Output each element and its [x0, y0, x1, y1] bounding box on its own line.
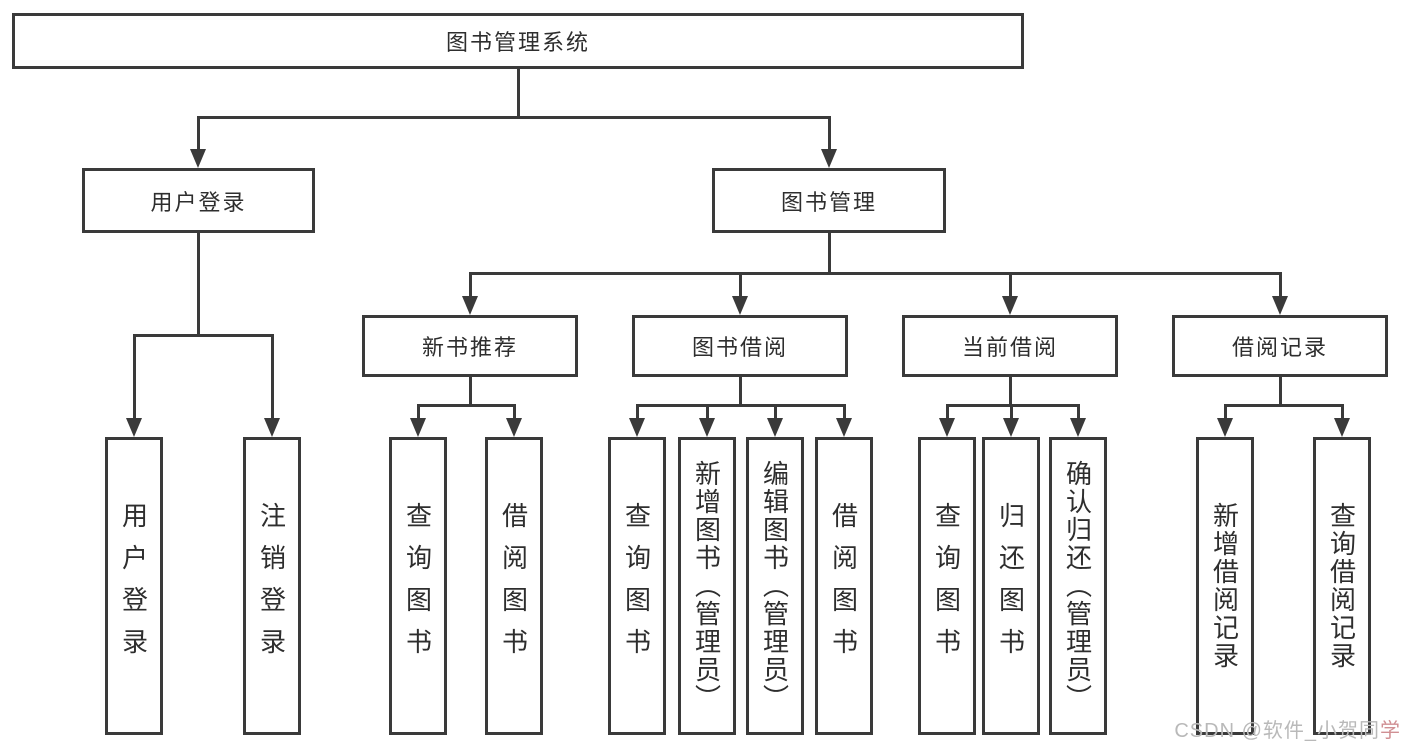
- arrow-down-icon: [462, 296, 478, 315]
- watermark-accent-text: 学: [1380, 720, 1401, 742]
- connector-line: [828, 233, 831, 274]
- arrow-down-icon: [1003, 418, 1019, 437]
- arrow-down-icon: [629, 418, 645, 437]
- connector-line: [1010, 405, 1013, 422]
- arrow-down-icon: [1002, 296, 1018, 315]
- connector-line: [706, 405, 709, 422]
- arrow-down-icon: [939, 418, 955, 437]
- arrow-down-icon: [821, 149, 837, 168]
- connector-line: [1009, 377, 1012, 406]
- leaf-user-login: 用户登录: [105, 437, 163, 735]
- arrow-down-icon: [126, 418, 142, 437]
- node-library-management-system: 图书管理系统: [12, 13, 1024, 69]
- arrow-down-icon: [1334, 418, 1350, 437]
- connector-line: [636, 404, 846, 407]
- connector-line: [469, 273, 472, 300]
- leaf-query-books-3: 查询图书: [918, 437, 976, 735]
- arrow-down-icon: [506, 418, 522, 437]
- arrow-down-icon: [264, 418, 280, 437]
- connector-line: [1077, 405, 1080, 422]
- node-current-borrowing: 当前借阅: [902, 315, 1118, 377]
- arrow-down-icon: [767, 418, 783, 437]
- connector-line: [739, 273, 742, 300]
- connector-line: [197, 117, 200, 153]
- connector-line: [469, 272, 1282, 275]
- arrow-down-icon: [410, 418, 426, 437]
- connector-line: [1279, 377, 1282, 406]
- connector-line: [417, 405, 420, 422]
- arrow-down-icon: [836, 418, 852, 437]
- connector-line: [517, 69, 520, 118]
- leaf-edit-book-admin: 编辑图书（管理员）: [746, 437, 804, 735]
- arrow-down-icon: [699, 418, 715, 437]
- node-borrowing-records: 借阅记录: [1172, 315, 1388, 377]
- node-book-management-branch: 图书管理: [712, 168, 946, 233]
- connector-line: [946, 405, 949, 422]
- leaf-confirm-return-admin: 确认归还（管理员）: [1049, 437, 1107, 735]
- connector-line: [828, 117, 831, 153]
- node-new-book-recommend: 新书推荐: [362, 315, 578, 377]
- connector-line: [133, 334, 274, 337]
- leaf-return-book: 归还图书: [982, 437, 1040, 735]
- watermark-text: CSDN @软件_小贺同: [1174, 720, 1380, 742]
- connector-line: [133, 335, 136, 422]
- leaf-add-book-admin: 新增图书（管理员）: [678, 437, 736, 735]
- connector-line: [469, 377, 472, 406]
- arrow-down-icon: [190, 149, 206, 168]
- node-book-borrowing: 图书借阅: [632, 315, 848, 377]
- leaf-borrow-books-1: 借阅图书: [485, 437, 543, 735]
- connector-line: [843, 405, 846, 422]
- leaf-query-borrow-record: 查询借阅记录: [1313, 437, 1371, 735]
- connector-line: [1224, 405, 1227, 422]
- connector-line: [513, 405, 516, 422]
- connector-line: [1341, 405, 1344, 422]
- arrow-down-icon: [1070, 418, 1086, 437]
- node-user-login-branch: 用户登录: [82, 168, 315, 233]
- connector-line: [271, 335, 274, 422]
- connector-line: [417, 404, 516, 407]
- arrow-down-icon: [1272, 296, 1288, 315]
- watermark: CSDN @软件_小贺同学: [1174, 714, 1401, 743]
- leaf-borrow-books-2: 借阅图书: [815, 437, 873, 735]
- connector-line: [739, 377, 742, 406]
- leaf-add-borrow-record: 新增借阅记录: [1196, 437, 1254, 735]
- arrow-down-icon: [1217, 418, 1233, 437]
- leaf-query-books-2: 查询图书: [608, 437, 666, 735]
- leaf-logout: 注销登录: [243, 437, 301, 735]
- connector-line: [636, 405, 639, 422]
- connector-line: [197, 116, 831, 119]
- connector-line: [1009, 273, 1012, 300]
- connector-line: [1279, 273, 1282, 300]
- leaf-query-books-1: 查询图书: [389, 437, 447, 735]
- arrow-down-icon: [732, 296, 748, 315]
- connector-line: [946, 404, 1080, 407]
- connector-line: [1224, 404, 1344, 407]
- connector-line: [774, 405, 777, 422]
- connector-line: [197, 233, 200, 336]
